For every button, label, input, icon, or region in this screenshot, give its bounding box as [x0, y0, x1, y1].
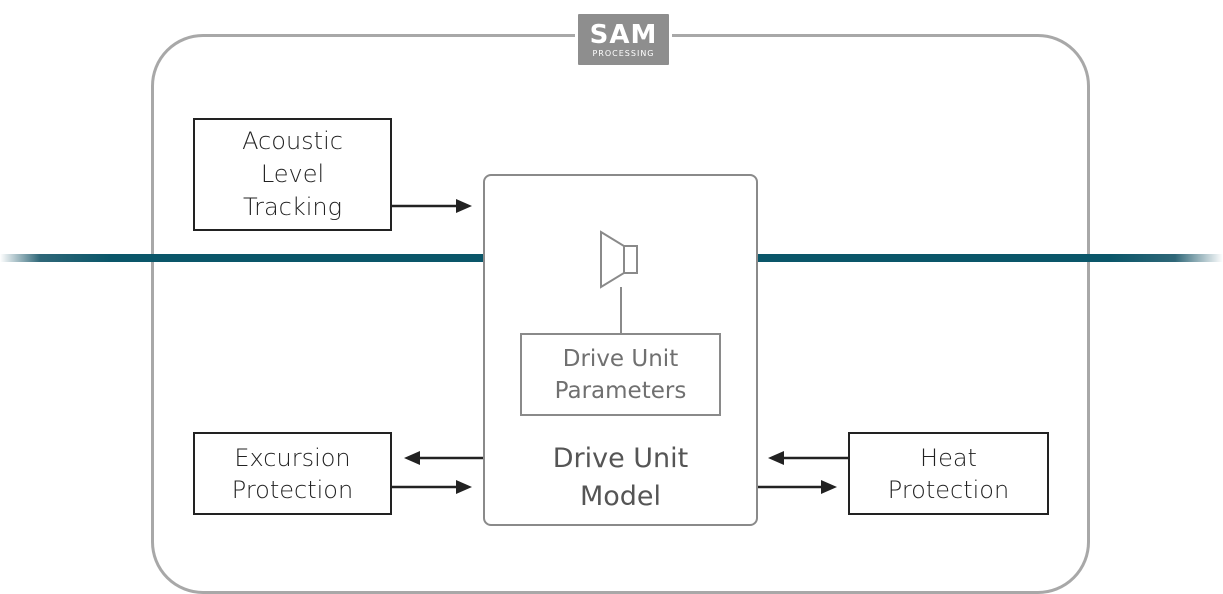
excursion-protection-label: Excursion Protection	[231, 443, 354, 504]
drive-unit-model-label: Drive Unit Model	[552, 443, 689, 512]
arrow-heat-to-model	[768, 451, 848, 465]
acoustic-level-tracking-block: Acoustic Level Tracking	[193, 118, 392, 231]
drive-unit-parameters-label: Drive Unit Parameters	[554, 345, 687, 404]
diagram-canvas: SAM PROCESSING Acoustic Level Tracking E…	[0, 11, 1223, 594]
connectors-layer	[392, 199, 848, 494]
drive-unit-model-title: Drive Unit Model	[483, 440, 758, 516]
arrow-acoustic-to-model	[392, 199, 472, 213]
drive-unit-parameters-block: Drive Unit Parameters	[520, 333, 721, 416]
acoustic-level-tracking-label: Acoustic Level Tracking	[242, 127, 343, 221]
heat-protection-block: Heat Protection	[848, 432, 1049, 515]
sam-processing-logo: SAM PROCESSING	[575, 11, 672, 68]
heat-protection-label: Heat Protection	[887, 443, 1010, 504]
speaker-icon	[600, 230, 644, 333]
logo-sub-text: PROCESSING	[592, 48, 655, 58]
excursion-protection-block: Excursion Protection	[193, 432, 392, 515]
arrow-model-to-excursion	[404, 451, 483, 465]
arrow-excursion-to-model	[392, 480, 472, 494]
logo-main-text: SAM	[589, 19, 658, 50]
arrow-model-to-heat	[758, 480, 837, 494]
